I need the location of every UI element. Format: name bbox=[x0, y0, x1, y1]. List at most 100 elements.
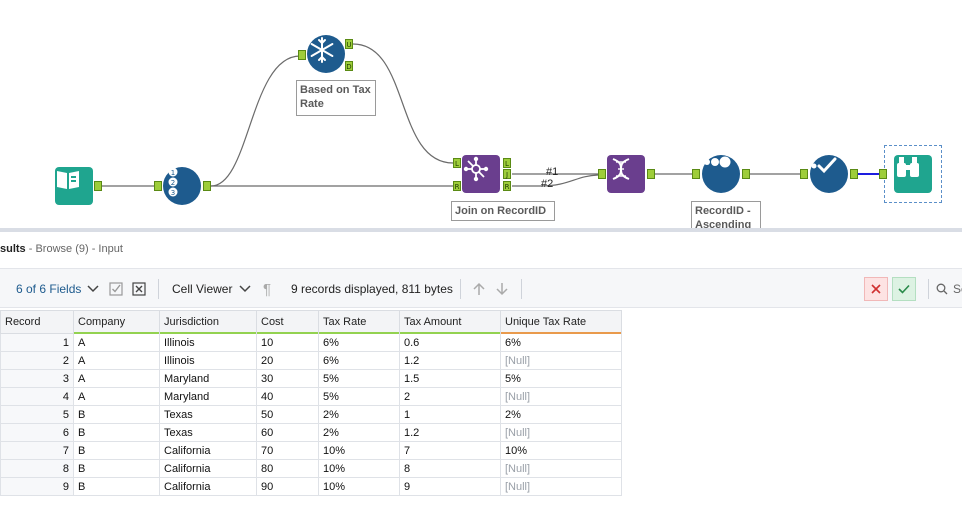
record-id-tool[interactable]: 1 2 3 bbox=[163, 167, 201, 205]
workflow-canvas[interactable]: 1 2 3 U D Based on Tax Rate L R bbox=[0, 0, 962, 230]
join-r-output-anchor[interactable]: R bbox=[503, 181, 511, 191]
join-tool[interactable] bbox=[462, 155, 500, 193]
join-r-input-anchor[interactable]: R bbox=[453, 181, 461, 191]
uncheck-all-button[interactable] bbox=[132, 269, 146, 309]
table-cell[interactable]: 6% bbox=[318, 333, 400, 352]
table-cell[interactable]: 50 bbox=[256, 405, 319, 424]
table-cell[interactable]: 5% bbox=[318, 387, 400, 406]
table-cell[interactable]: B bbox=[73, 441, 160, 460]
table-cell[interactable]: 1.2 bbox=[399, 423, 501, 442]
table-cell[interactable]: Texas bbox=[159, 405, 257, 424]
table-cell[interactable]: 9 bbox=[399, 477, 501, 496]
input-output-anchor[interactable] bbox=[94, 181, 102, 191]
table-cell[interactable]: [Null] bbox=[500, 351, 622, 370]
unique-input-anchor[interactable] bbox=[298, 50, 306, 60]
select-tool[interactable] bbox=[810, 155, 848, 193]
table-cell[interactable]: 2% bbox=[318, 423, 400, 442]
record-number-cell[interactable]: 2 bbox=[0, 351, 74, 370]
table-cell[interactable]: 80 bbox=[256, 459, 319, 478]
table-cell[interactable]: A bbox=[73, 369, 160, 388]
table-cell[interactable]: B bbox=[73, 459, 160, 478]
join-l-input-anchor[interactable]: L bbox=[453, 158, 461, 168]
column-header-record[interactable]: Record bbox=[0, 310, 74, 334]
column-header-unique-tax-rate[interactable]: Unique Tax Rate bbox=[500, 310, 622, 334]
table-cell[interactable]: 5% bbox=[318, 369, 400, 388]
record-number-cell[interactable]: 5 bbox=[0, 405, 74, 424]
recordid-input-anchor[interactable] bbox=[154, 181, 162, 191]
sort-output-anchor[interactable] bbox=[742, 169, 750, 179]
table-cell[interactable]: A bbox=[73, 333, 160, 352]
record-number-cell[interactable]: 1 bbox=[0, 333, 74, 352]
table-cell[interactable]: 1.5 bbox=[399, 369, 501, 388]
column-header-cost[interactable]: Cost bbox=[256, 310, 319, 334]
table-cell[interactable]: 1 bbox=[399, 405, 501, 424]
browse-input-anchor[interactable] bbox=[879, 169, 887, 179]
table-cell[interactable]: Maryland bbox=[159, 387, 257, 406]
table-cell[interactable]: [Null] bbox=[500, 459, 622, 478]
table-cell[interactable]: California bbox=[159, 441, 257, 460]
dynamic-rename-tool[interactable] bbox=[607, 155, 645, 193]
table-cell[interactable]: 6% bbox=[500, 333, 622, 352]
scroll-up-button[interactable] bbox=[472, 269, 486, 309]
table-cell[interactable]: 0.6 bbox=[399, 333, 501, 352]
table-cell[interactable]: B bbox=[73, 477, 160, 496]
table-cell[interactable]: California bbox=[159, 459, 257, 478]
table-cell[interactable]: California bbox=[159, 477, 257, 496]
cell-viewer-dropdown[interactable]: Cell Viewer bbox=[172, 269, 251, 309]
table-cell[interactable]: 60 bbox=[256, 423, 319, 442]
table-cell[interactable]: Illinois bbox=[159, 351, 257, 370]
table-cell[interactable]: 1.2 bbox=[399, 351, 501, 370]
record-number-cell[interactable]: 3 bbox=[0, 369, 74, 388]
select-input-anchor[interactable] bbox=[800, 169, 808, 179]
column-header-jurisdiction[interactable]: Jurisdiction bbox=[159, 310, 257, 334]
column-header-company[interactable]: Company bbox=[73, 310, 160, 334]
unique-tool[interactable] bbox=[307, 35, 345, 73]
table-cell[interactable]: Maryland bbox=[159, 369, 257, 388]
record-number-cell[interactable]: 9 bbox=[0, 477, 74, 496]
scroll-down-button[interactable] bbox=[495, 269, 509, 309]
fields-dropdown[interactable]: 6 of 6 Fields bbox=[16, 269, 99, 309]
column-header-tax-amount[interactable]: Tax Amount bbox=[399, 310, 501, 334]
rename-input-anchor[interactable] bbox=[598, 169, 606, 179]
sort-input-anchor[interactable] bbox=[692, 169, 700, 179]
table-cell[interactable]: 6% bbox=[318, 351, 400, 370]
table-cell[interactable]: A bbox=[73, 387, 160, 406]
select-output-anchor[interactable] bbox=[850, 169, 858, 179]
pane-divider[interactable] bbox=[0, 228, 962, 232]
table-cell[interactable]: 30 bbox=[256, 369, 319, 388]
table-cell[interactable]: 8 bbox=[399, 459, 501, 478]
record-number-cell[interactable]: 8 bbox=[0, 459, 74, 478]
table-cell[interactable]: [Null] bbox=[500, 423, 622, 442]
join-l-output-anchor[interactable]: L bbox=[503, 158, 511, 168]
apply-button[interactable] bbox=[892, 277, 916, 301]
unique-u-anchor[interactable]: U bbox=[345, 39, 353, 49]
rename-output-anchor[interactable] bbox=[647, 169, 655, 179]
table-cell[interactable]: 5% bbox=[500, 369, 622, 388]
table-cell[interactable]: 7 bbox=[399, 441, 501, 460]
table-cell[interactable]: 10% bbox=[318, 441, 400, 460]
table-cell[interactable]: 40 bbox=[256, 387, 319, 406]
unique-d-anchor[interactable]: D bbox=[345, 61, 353, 71]
table-cell[interactable]: 2 bbox=[399, 387, 501, 406]
table-cell[interactable]: 10% bbox=[318, 477, 400, 496]
table-cell[interactable]: 10% bbox=[318, 459, 400, 478]
table-cell[interactable]: 20 bbox=[256, 351, 319, 370]
input-data-tool[interactable] bbox=[55, 167, 93, 205]
table-cell[interactable]: [Null] bbox=[500, 387, 622, 406]
record-number-cell[interactable]: 4 bbox=[0, 387, 74, 406]
table-cell[interactable]: 70 bbox=[256, 441, 319, 460]
table-cell[interactable]: B bbox=[73, 405, 160, 424]
recordid-output-anchor[interactable] bbox=[203, 181, 211, 191]
table-cell[interactable]: B bbox=[73, 423, 160, 442]
table-cell[interactable]: 10 bbox=[256, 333, 319, 352]
table-cell[interactable]: Illinois bbox=[159, 333, 257, 352]
cancel-button[interactable] bbox=[864, 277, 888, 301]
